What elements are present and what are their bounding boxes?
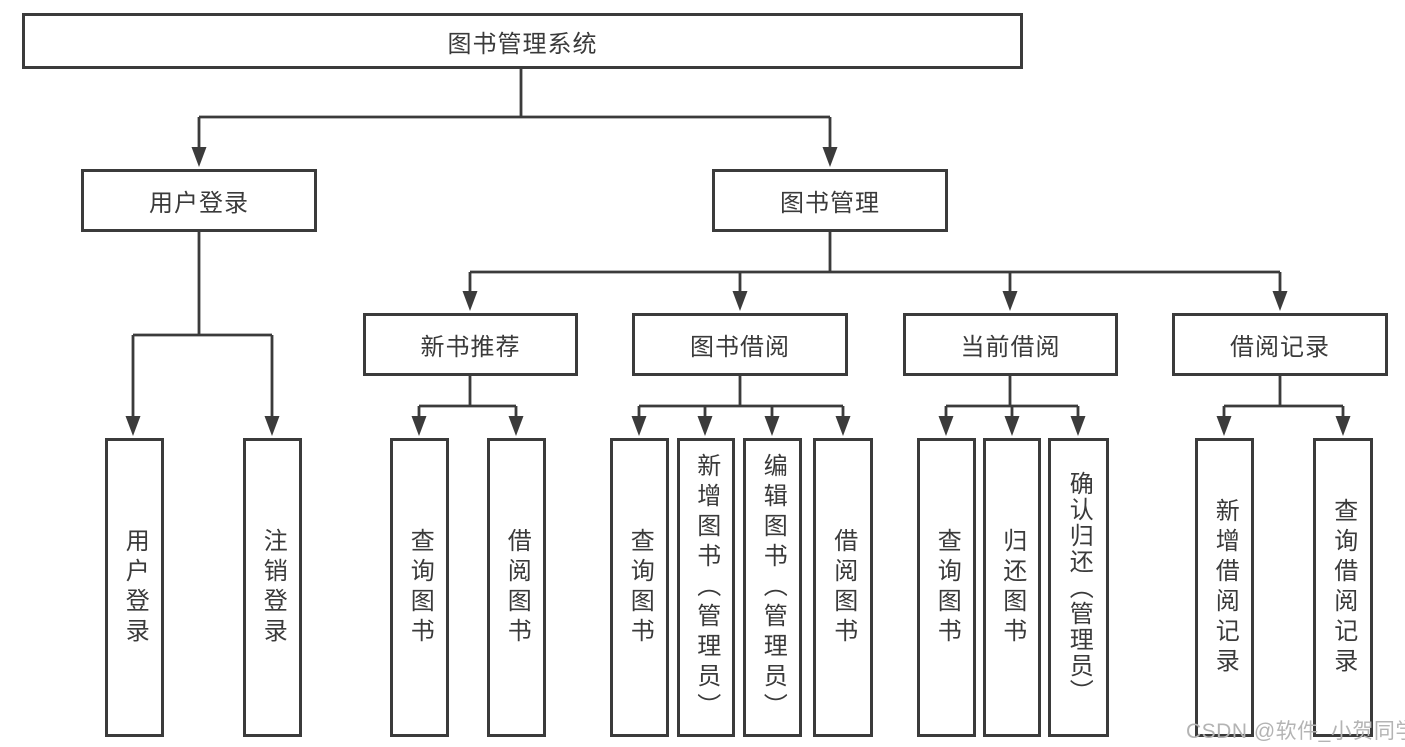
node-root-label: 图书管理系统 [447, 30, 598, 58]
leaf-query-books-borrow-label: 查询图书 [626, 527, 654, 648]
node-borrow-records-label: 借阅记录 [1230, 334, 1330, 361]
node-current-borrow-label: 当前借阅 [960, 334, 1061, 361]
leaf-return-books: 归还图书 [983, 438, 1041, 737]
node-book-management: 图书管理 [712, 169, 948, 232]
node-book-borrow: 图书借阅 [632, 313, 848, 376]
leaf-confirm-return-admin: 确认归还（管理员） [1048, 438, 1109, 737]
leaf-return-books-label: 归还图书 [998, 527, 1026, 648]
node-book-borrow-label: 图书借阅 [690, 334, 790, 361]
watermark: CSDN @软件_小贺同学 [1186, 720, 1405, 743]
leaf-query-books-current: 查询图书 [917, 438, 976, 737]
node-user-login-label: 用户登录 [149, 190, 249, 217]
leaf-borrow-books-recommend: 借阅图书 [487, 438, 546, 737]
leaf-borrow-books-2: 借阅图书 [813, 438, 873, 737]
leaf-query-borrow-record-label: 查询借阅记录 [1329, 497, 1357, 678]
leaf-user-login-label: 用户登录 [121, 527, 149, 648]
leaf-logout-label: 注销登录 [259, 527, 287, 648]
arrowheads [125, 147, 1351, 436]
leaf-query-books-current-label: 查询图书 [933, 527, 961, 648]
leaf-query-books-recommend: 查询图书 [390, 438, 449, 737]
node-root: 图书管理系统 [22, 13, 1023, 69]
node-new-book-recommend-label: 新书推荐 [420, 334, 521, 361]
node-current-borrow: 当前借阅 [903, 313, 1118, 376]
leaf-add-borrow-record: 新增借阅记录 [1195, 438, 1254, 737]
leaf-edit-book-admin-label: 编辑图书（管理员） [759, 452, 787, 723]
node-book-management-label: 图书管理 [780, 190, 880, 217]
node-new-book-recommend: 新书推荐 [363, 313, 578, 376]
leaf-add-book-admin: 新增图书（管理员） [677, 438, 735, 737]
leaf-add-book-admin-label: 新增图书（管理员） [692, 452, 720, 723]
leaf-query-books-recommend-label: 查询图书 [406, 527, 434, 648]
node-user-login: 用户登录 [81, 169, 317, 232]
leaf-query-books-borrow: 查询图书 [610, 438, 669, 737]
leaf-query-borrow-record: 查询借阅记录 [1313, 438, 1373, 737]
leaf-borrow-books-recommend-label: 借阅图书 [503, 527, 531, 648]
leaf-confirm-return-admin-label: 确认归还（管理员） [1065, 470, 1093, 705]
node-borrow-records: 借阅记录 [1172, 313, 1388, 376]
leaf-logout: 注销登录 [243, 438, 302, 737]
leaf-borrow-books-2-label: 借阅图书 [829, 527, 857, 648]
leaf-edit-book-admin: 编辑图书（管理员） [743, 438, 802, 737]
leaf-add-borrow-record-label: 新增借阅记录 [1211, 497, 1239, 678]
leaf-user-login: 用户登录 [105, 438, 164, 737]
